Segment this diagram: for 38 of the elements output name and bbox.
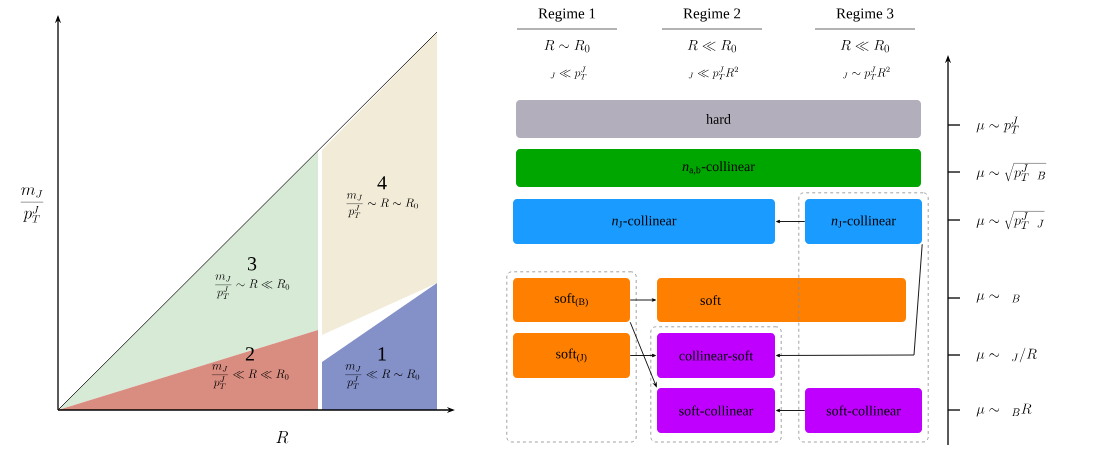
- column-heading: Regime 3: [836, 8, 894, 22]
- column-heading: Regime 1: [538, 8, 596, 22]
- regime-condition: $\ {}_J \ll p_T^J$: [550, 66, 587, 80]
- dashed-group: [506, 271, 637, 443]
- scale-label: $\mu \sim \sqrt{p_T^J\ \ {}_B}$: [976, 163, 1047, 182]
- regime-condition: $R \ll R_0$: [687, 40, 737, 53]
- shaded-region: 4 $\frac{m_J}{p_T^J} \sim R \sim R_0$: [322, 32, 437, 335]
- axis-label: $R$: [276, 431, 289, 444]
- arrow: [776, 408, 806, 413]
- regime-condition: $R \ll R_0$: [840, 40, 890, 53]
- scale-label: $\mu \sim p_T^J$: [976, 116, 1019, 134]
- process-box: n$_{a,b}$-collinear: [516, 149, 921, 187]
- scale-label: $\mu \sim\ \ {}_B$: [976, 293, 1020, 303]
- process-box: n$_{J}$-collinear: [513, 199, 775, 244]
- process-box: hard: [516, 100, 921, 138]
- arrow: [776, 243, 923, 358]
- dashed-group: [650, 326, 782, 443]
- arrow: [629, 321, 657, 388]
- process-box: soft-collinear: [657, 388, 775, 433]
- shaded-region: 1 $\frac{m_J}{p_T^J} \ll R \sim R_0$: [322, 283, 437, 410]
- arrow: [629, 353, 656, 358]
- scale-label: $\mu \sim\ \ {}_B R$: [976, 403, 1032, 417]
- process-box: soft: [657, 278, 906, 322]
- regime-condition: $\ {}_J \ll p_T^J R^2$: [688, 66, 738, 80]
- scale-label: $\mu \sim\ \ {}_J/R$: [976, 347, 1037, 363]
- axis-label: $\frac{m_J}{p_T^J}$: [20, 187, 44, 223]
- arrow: [629, 298, 656, 302]
- process-box: soft-collinear: [805, 388, 922, 433]
- scale-label: $\mu \sim \sqrt{p_T^J\ \ {}_J}$: [976, 211, 1045, 230]
- process-box: soft$_{(J)}$: [513, 333, 630, 378]
- regime-condition: $R \sim R_0$: [544, 40, 590, 53]
- column-heading: Regime 2: [683, 8, 741, 22]
- process-box: soft$_{(B)}$: [513, 278, 630, 322]
- regime-condition: $\ {}_J \sim p_T^J R^2$: [843, 66, 890, 80]
- process-box: n$_{J}$-collinear: [805, 199, 922, 244]
- process-box: collinear-soft: [657, 333, 775, 378]
- dashed-group: [798, 192, 929, 443]
- arrow: [776, 219, 806, 224]
